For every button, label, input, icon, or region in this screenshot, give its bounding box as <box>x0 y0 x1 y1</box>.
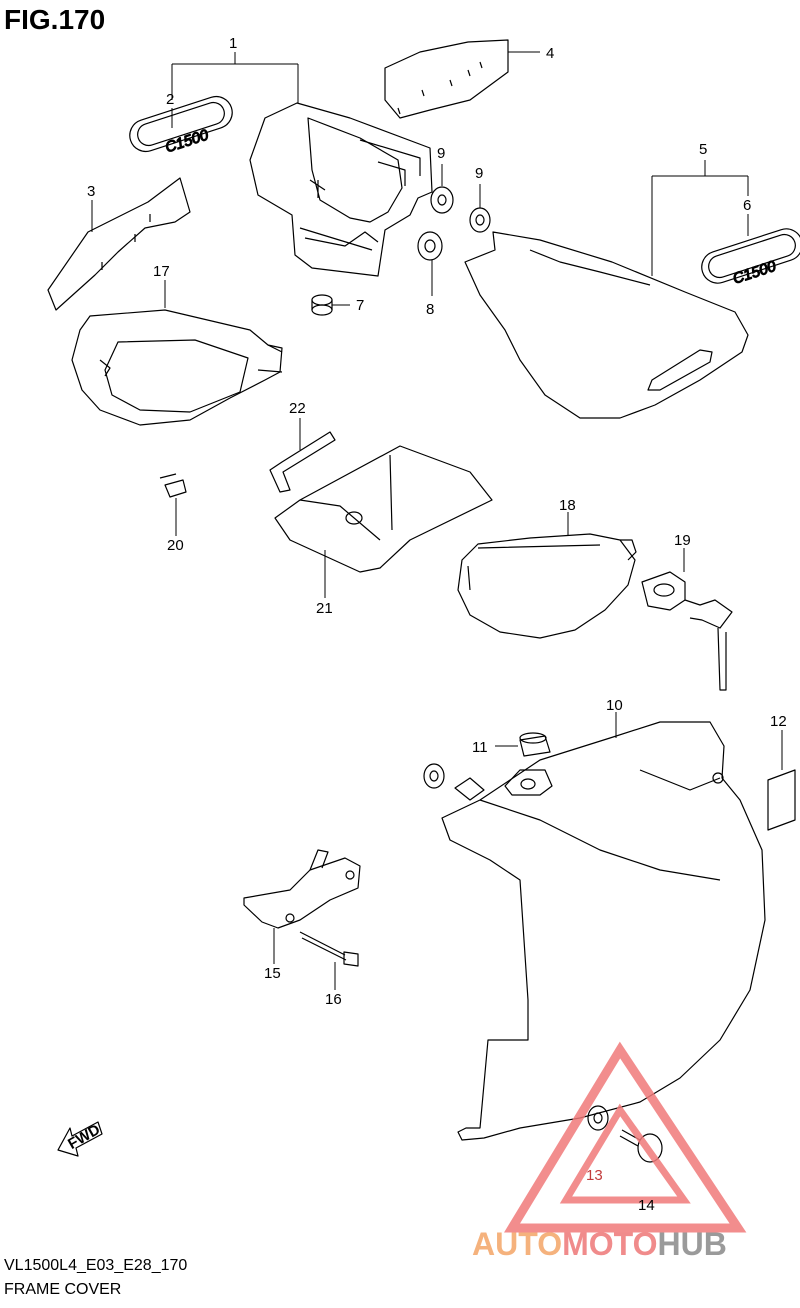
part-11-grommet <box>519 732 551 757</box>
fwd-arrow-icon <box>57 1121 103 1157</box>
watermark-part-2: MOTO <box>562 1226 658 1262</box>
part-13-grommet <box>587 1105 609 1131</box>
watermark-triangle <box>504 1041 747 1233</box>
callout-6: 6 <box>743 197 751 214</box>
callout-9a: 9 <box>437 145 445 162</box>
leader-lines <box>91 51 783 990</box>
footer-figure-name: FRAME COVER <box>4 1281 122 1298</box>
part-6-emblem <box>701 228 800 284</box>
part-21-mat <box>274 445 493 573</box>
watermark-part-1: AUTO <box>472 1226 563 1262</box>
part-22-hex-wrench <box>269 431 336 493</box>
part-10-lower-frame-cover <box>441 721 766 1141</box>
emblem-text-6: C1500 <box>731 258 779 288</box>
part-5-right-frame-cover <box>464 231 749 419</box>
part-7-grommet <box>311 294 333 316</box>
part-20-screw <box>159 473 187 498</box>
watermark-part-3: HUB <box>657 1226 727 1262</box>
callout-18: 18 <box>559 497 576 514</box>
callout-4: 4 <box>546 45 554 62</box>
callout-5: 5 <box>699 141 707 158</box>
callout-7: 7 <box>356 297 364 314</box>
callout-8: 8 <box>426 301 434 318</box>
part-12-label <box>767 769 796 831</box>
callout-15: 15 <box>264 965 281 982</box>
part-cushion-small <box>423 763 445 789</box>
part-9-cushion-a <box>430 186 454 214</box>
part-3-cover-sheet <box>47 177 191 311</box>
callout-17: 17 <box>153 263 170 280</box>
part-16-bolt <box>299 931 359 967</box>
callout-16: 16 <box>325 991 342 1008</box>
callout-12: 12 <box>770 713 787 730</box>
part-1-left-frame-cover <box>249 102 433 277</box>
callout-14: 14 <box>638 1197 655 1214</box>
part-4-cover-sheet <box>384 39 509 119</box>
footer-figure-code: VL1500L4_E03_E28_170 <box>4 1257 188 1274</box>
figure-title: FIG.170 <box>4 4 106 35</box>
callout-22: 22 <box>289 400 306 417</box>
part-2-emblem <box>129 95 233 153</box>
part-8-cushion <box>417 231 443 261</box>
part-15-bracket <box>243 849 361 929</box>
callout-19: 19 <box>674 532 691 549</box>
part-19-lock-set <box>641 571 733 691</box>
callout-13: 13 <box>586 1167 603 1184</box>
part-18-tool-case <box>457 533 637 639</box>
callout-20: 20 <box>167 537 184 554</box>
part-9-cushion-b <box>469 207 491 233</box>
emblem-text-2: C1500 <box>163 126 211 156</box>
callout-21: 21 <box>316 600 333 617</box>
callout-3: 3 <box>87 183 95 200</box>
callout-2: 2 <box>166 91 174 108</box>
callout-10: 10 <box>606 697 623 714</box>
callout-1: 1 <box>229 35 237 52</box>
fwd-label: FWD <box>65 1121 103 1153</box>
part-17-box <box>71 309 283 426</box>
callout-11: 11 <box>472 739 488 756</box>
watermark-logo: AUTOMOTOHUB <box>472 1226 727 1263</box>
callout-9b: 9 <box>475 165 483 182</box>
